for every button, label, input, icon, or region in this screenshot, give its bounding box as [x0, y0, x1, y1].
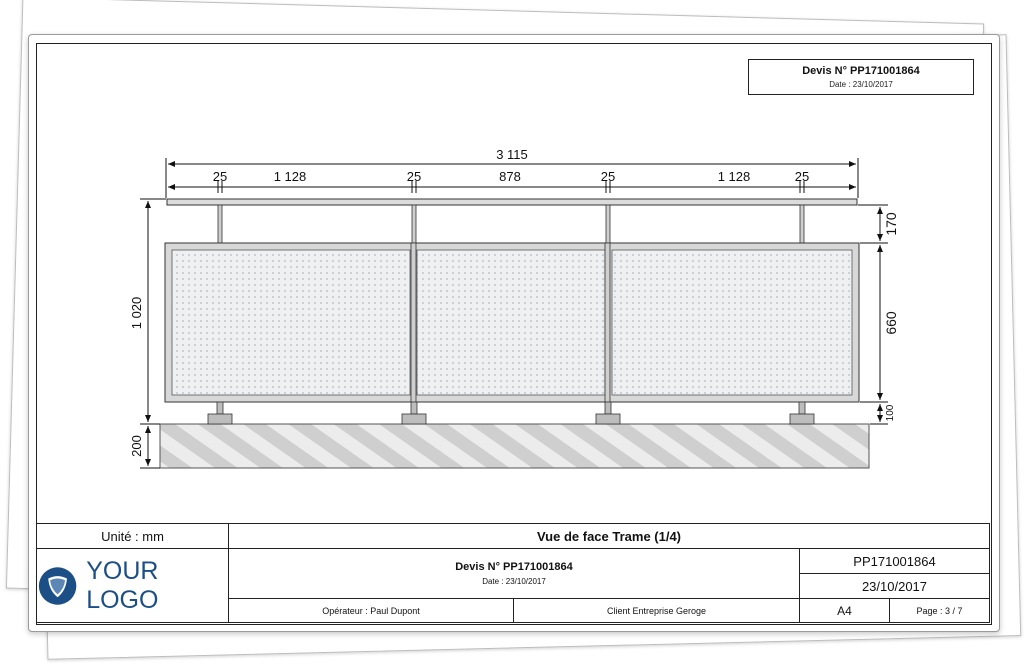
- format-cell: A4: [799, 598, 890, 623]
- upper-post-4: [799, 204, 805, 244]
- foot-2: [401, 413, 427, 425]
- page-number: Page : 3 / 7: [916, 605, 963, 616]
- mesh-panel-3: [611, 249, 853, 396]
- ref-date-cell: 23/10/2017: [799, 573, 990, 599]
- upper-post-3: [605, 204, 611, 244]
- dim-post-2: 25: [407, 169, 421, 184]
- operator-cell: Opérateur : Paul Dupont: [228, 598, 514, 623]
- foot-3: [595, 413, 621, 425]
- ref-number-cell: PP171001864: [799, 548, 990, 574]
- top-rail: [166, 198, 858, 206]
- header-quote-number: Devis N° PP171001864: [802, 65, 920, 77]
- header-quote-box: Devis N° PP171001864 Date : 23/10/2017: [748, 59, 974, 95]
- dim-total-height: 1 020: [129, 297, 144, 330]
- dim-base-height: 200: [129, 435, 144, 457]
- lower-post-1: [216, 401, 224, 415]
- mesh-panel-1: [171, 249, 411, 396]
- operator: Opérateur : Paul Dupont: [322, 605, 420, 616]
- mesh-panel-2: [416, 249, 606, 396]
- unit-label: Unité : mm: [101, 528, 164, 544]
- lower-post-4: [798, 401, 806, 415]
- header-quote-date: Date : 23/10/2017: [829, 80, 893, 89]
- client-cell: Client Entreprise Geroge: [513, 598, 800, 623]
- view-title-cell: Vue de face Trame (1/4): [228, 523, 990, 549]
- logo-text: YOUR LOGO: [86, 556, 159, 614]
- lower-post-3: [604, 401, 612, 415]
- upper-post-2: [411, 204, 417, 244]
- lower-post-2: [410, 401, 418, 415]
- dim-top-gap: 170: [883, 212, 899, 236]
- foot-1: [207, 413, 233, 425]
- dim-bottom-gap: 100: [885, 404, 896, 421]
- upper-post-1: [217, 204, 223, 244]
- dim-panel-3: 1 128: [718, 169, 751, 184]
- dim-panel-height: 660: [883, 311, 899, 335]
- dim-panel-1: 1 128: [274, 169, 307, 184]
- dim-post-3: 25: [601, 169, 615, 184]
- title-block: Unité : mm Vue de face Trame (1/4) YOUR …: [36, 523, 990, 623]
- client: Client Entreprise Geroge: [606, 605, 707, 616]
- mid-post-2: [410, 242, 417, 403]
- dim-total-width: 3 115: [496, 147, 528, 162]
- page-cell: Page : 3 / 7: [889, 598, 990, 623]
- view-title: Vue de face Trame (1/4): [536, 528, 682, 544]
- logo-icon: [38, 566, 77, 605]
- mid-post-3: [604, 242, 611, 403]
- concrete-base: [159, 423, 870, 469]
- foot-4: [789, 413, 815, 425]
- quote-number: Devis N° PP171001864: [455, 561, 573, 573]
- ref-number: PP171001864: [853, 553, 936, 569]
- dim-post-1: 25: [213, 169, 227, 184]
- logo-cell: YOUR LOGO: [36, 548, 229, 623]
- dim-post-4: 25: [795, 169, 809, 184]
- ref-date: 23/10/2017: [861, 578, 928, 594]
- unit-cell: Unité : mm: [36, 523, 229, 549]
- format: A4: [837, 603, 852, 618]
- quote-date: Date : 23/10/2017: [482, 577, 546, 586]
- dim-panel-2: 878: [499, 169, 521, 184]
- quote-cell: Devis N° PP171001864 Date : 23/10/2017: [228, 548, 800, 599]
